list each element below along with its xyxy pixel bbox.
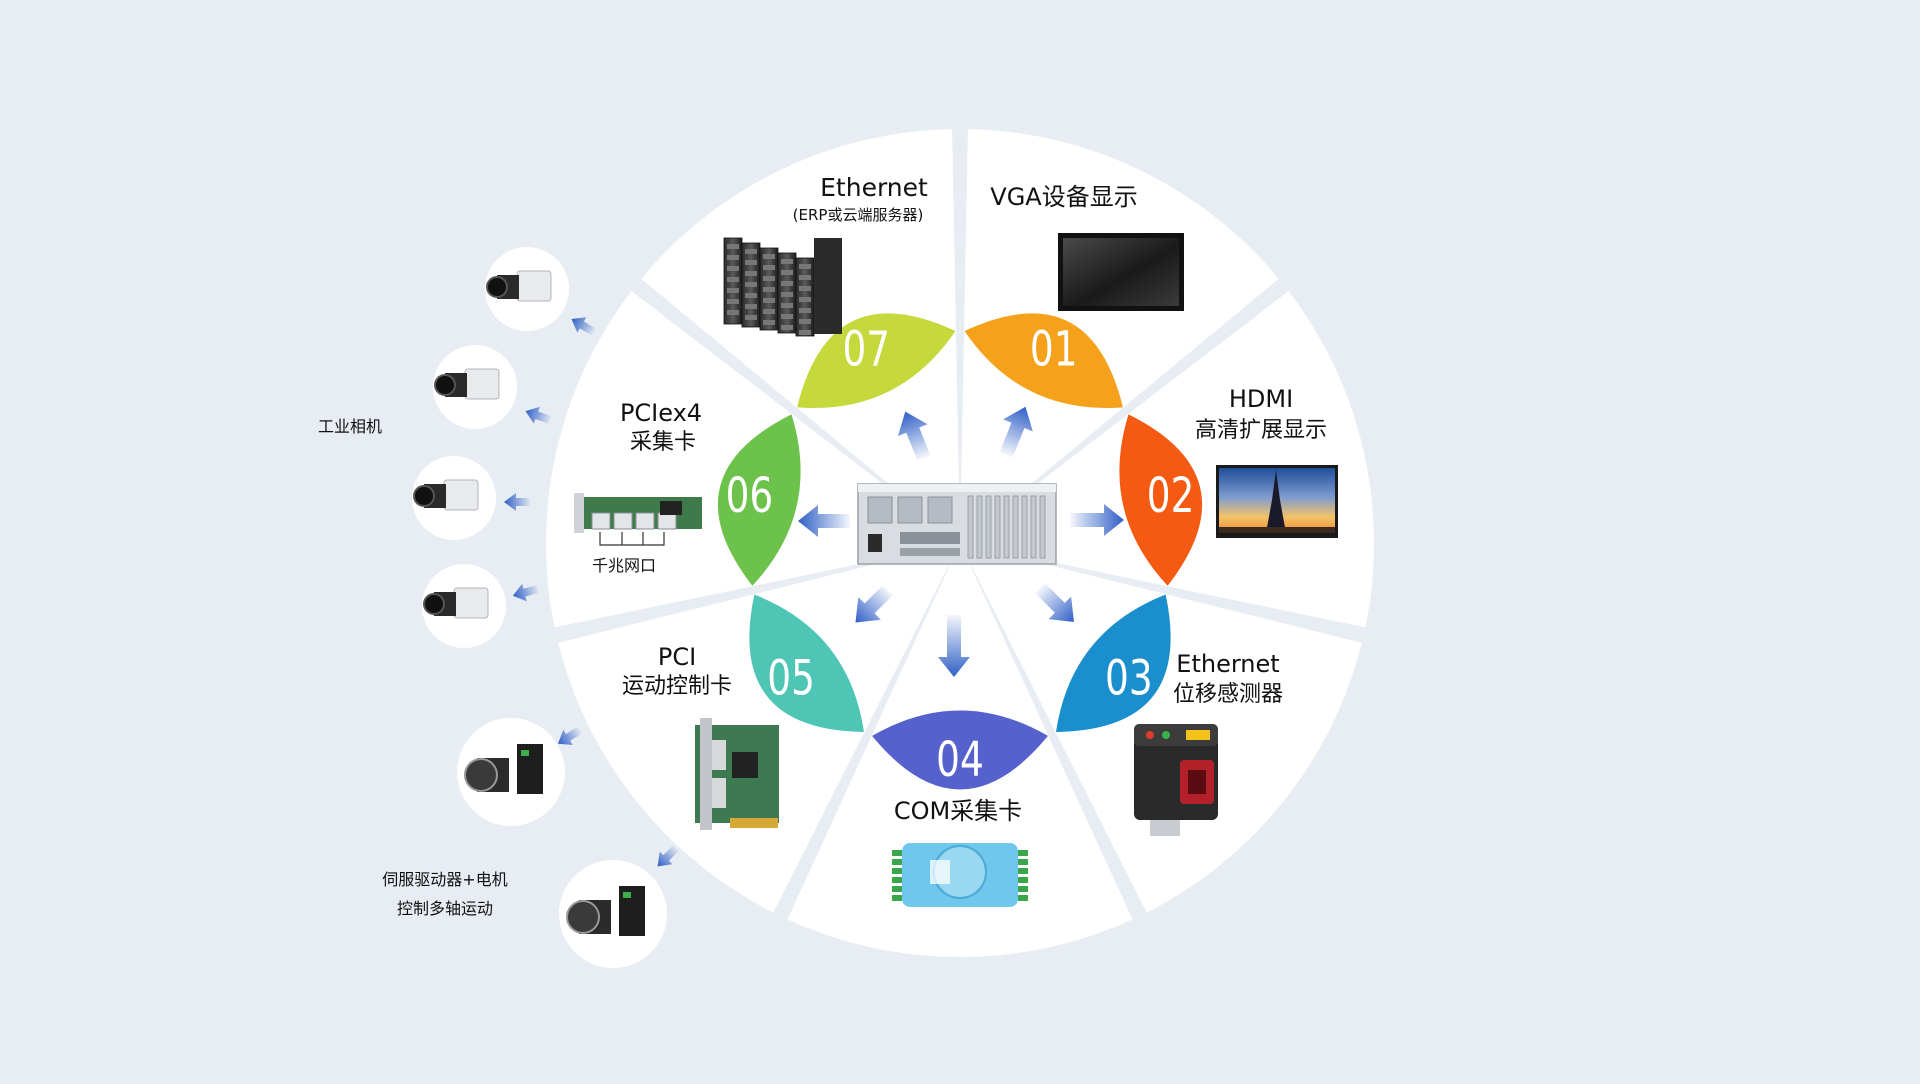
petal-number: 02 xyxy=(1147,468,1195,524)
petal-number: 04 xyxy=(936,733,984,789)
servo-motor-icon xyxy=(457,718,565,826)
petal-03 xyxy=(1056,594,1171,733)
numbered-petals: 01 02 03 04 05 06 07 xyxy=(717,313,1203,790)
servo-label-line1: 伺服驱动器+电机 xyxy=(382,870,507,889)
label-05-subtitle: 运动控制卡 xyxy=(622,674,732,699)
camera-icon xyxy=(412,456,496,540)
camera-icon xyxy=(422,564,506,648)
pcie-card-icon xyxy=(574,493,702,546)
label-02-subtitle: 高清扩展显示 xyxy=(1195,418,1327,443)
center-arrows xyxy=(798,406,1124,677)
arrow-07 xyxy=(897,411,931,461)
arrow-01 xyxy=(999,406,1033,458)
petal-06 xyxy=(717,414,801,586)
pcie-port-label: 千兆网口 xyxy=(592,556,656,575)
label-07-subtitle: (ERP或云端服务器) xyxy=(793,206,924,224)
petal-07 xyxy=(797,313,956,408)
petal-02 xyxy=(1119,414,1203,586)
industrial-pc-icon xyxy=(857,483,1057,565)
server-rack-icon xyxy=(723,237,842,337)
tv-icon xyxy=(1216,465,1338,538)
cameras-label: 工业相机 xyxy=(318,417,382,436)
laser-sensor-icon xyxy=(1134,724,1218,836)
petal-04 xyxy=(872,710,1048,790)
external-arrow xyxy=(557,726,583,746)
external-arrow xyxy=(525,406,552,424)
external-arrow xyxy=(512,583,540,602)
label-07-title: Ethernet xyxy=(820,173,928,202)
servo-motor-icon xyxy=(559,860,667,968)
petal-number: 03 xyxy=(1105,651,1153,707)
label-04-title: COM采集卡 xyxy=(894,797,1022,825)
eiffel-tower xyxy=(1266,470,1286,533)
servo-label-line2: 控制多轴运动 xyxy=(397,899,493,918)
camera-icon xyxy=(485,247,569,331)
label-03-subtitle: 位移感测器 xyxy=(1173,682,1283,707)
device-icons xyxy=(574,233,1338,907)
camera-icon xyxy=(433,345,517,429)
label-06-subtitle: 采集卡 xyxy=(630,430,696,455)
label-03-title: Ethernet xyxy=(1176,650,1279,678)
label-06-title: PCIex4 xyxy=(620,399,702,427)
petal-number: 05 xyxy=(767,651,815,707)
external-arrow xyxy=(504,493,530,511)
port-bracket xyxy=(599,532,665,546)
petal-01 xyxy=(964,313,1123,408)
petal-number: 06 xyxy=(726,468,774,524)
label-02-title: HDMI xyxy=(1229,385,1293,413)
arrow-06 xyxy=(798,505,850,537)
arrow-05 xyxy=(855,585,893,623)
sector-01 xyxy=(960,129,1279,540)
pci-card-icon xyxy=(695,718,779,830)
external-arrow xyxy=(571,317,596,336)
monitor-screen xyxy=(1063,238,1179,306)
petal-number: 07 xyxy=(842,322,890,378)
segment-labels: VGA设备显示 HDMI 高清扩展显示 Ethernet 位移感测器 COM采集卡 PCI 运… xyxy=(592,173,1327,825)
arrow-04 xyxy=(938,615,970,677)
arrow-02 xyxy=(1070,504,1124,536)
arrow-03 xyxy=(1035,583,1074,622)
label-01-title: VGA设备显示 xyxy=(990,183,1137,211)
com-module-icon xyxy=(892,843,1028,907)
petal-number: 01 xyxy=(1030,322,1078,378)
petal-05 xyxy=(749,594,864,733)
external-arrow xyxy=(657,845,679,867)
label-05-title: PCI xyxy=(658,643,696,671)
monitor-icon xyxy=(1058,233,1184,311)
